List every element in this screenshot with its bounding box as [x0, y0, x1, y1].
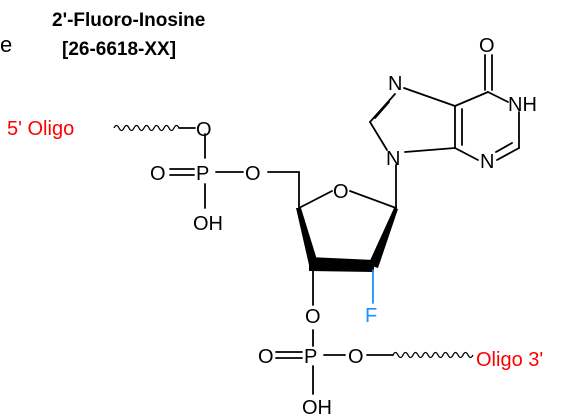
three-prime-oligo-label: Oligo 3' — [476, 349, 543, 371]
atom-3p-oxygen-top: O — [305, 306, 321, 328]
atom-fluorine: F — [365, 305, 377, 327]
atom-nh: NH — [508, 94, 537, 116]
five-prime-oligo-label: 5' Oligo — [7, 118, 74, 140]
atom-n3: N — [480, 151, 494, 173]
compound-name: 2'-Fluoro-Inosine — [52, 10, 205, 31]
atom-5p-double-oxygen: O — [150, 163, 166, 185]
atom-ring-oxygen: O — [333, 181, 349, 203]
atom-n7: N — [388, 73, 402, 95]
purine-base — [369, 54, 520, 209]
atom-5p-oxygen-right: O — [245, 163, 261, 185]
atom-5p-hydroxyl: OH — [193, 213, 223, 235]
atom-n9: N — [386, 148, 400, 170]
phosphate-3prime — [275, 329, 474, 395]
atom-carbonyl-oxygen: O — [479, 35, 495, 57]
atom-3p-phosphorus: P — [304, 346, 317, 368]
atom-3p-hydroxyl: OH — [302, 397, 332, 417]
cropped-title-glyph: e — [0, 32, 12, 57]
atom-5p-phosphorus: P — [196, 163, 209, 185]
phosphate-5prime — [113, 124, 244, 209]
atom-3p-double-oxygen: O — [258, 346, 274, 368]
atom-5p-oxygen-top: O — [196, 119, 212, 141]
ribose-ring — [267, 171, 398, 306]
atom-3p-oxygen-right: O — [348, 346, 364, 368]
catalog-number: [26-6618-XX] — [62, 39, 176, 60]
